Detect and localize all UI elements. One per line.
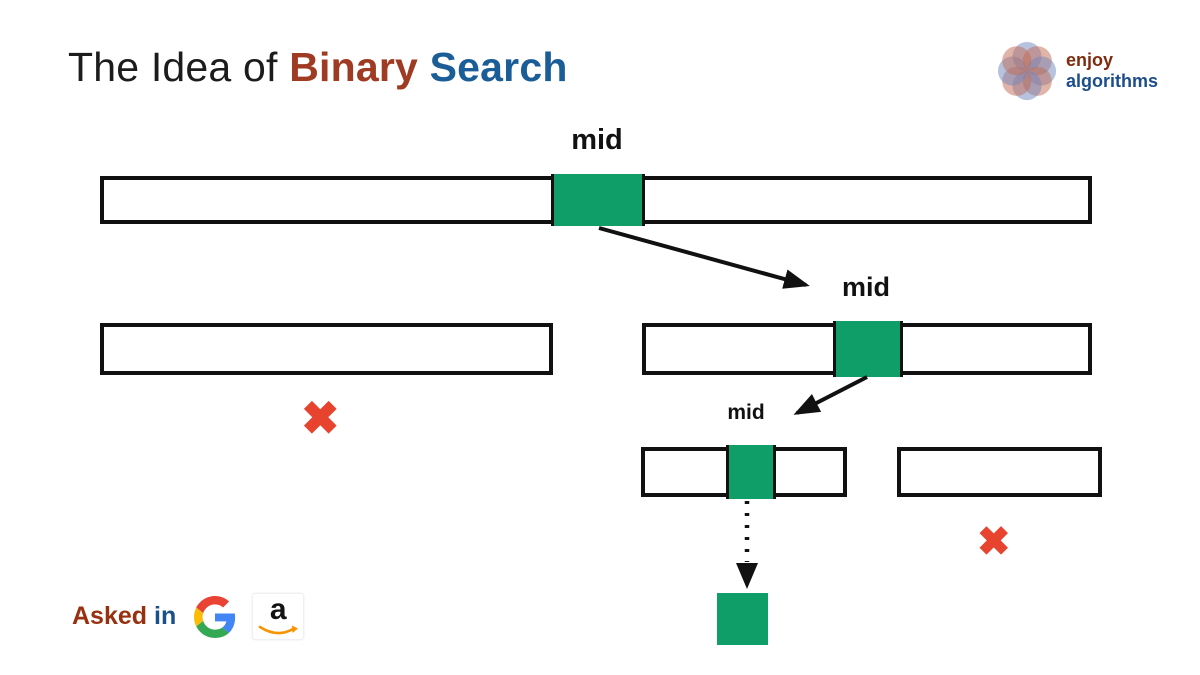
array-bar-level1 xyxy=(100,174,1092,226)
red-cross-icon: ✖ xyxy=(301,392,340,444)
amazon-letter: a xyxy=(269,593,287,626)
brand-name-line2: algorithms xyxy=(1065,71,1158,91)
asked-word: Asked xyxy=(72,602,148,630)
brand-logo: enjoy algorithms xyxy=(996,40,1158,102)
mid-label-level2: mid xyxy=(841,272,890,302)
mid-label-level3: mid xyxy=(727,401,765,424)
title-search: Search xyxy=(418,44,568,90)
red-cross-icon: ✖ xyxy=(977,520,1011,564)
dotted-arrowhead xyxy=(736,563,758,589)
flower-logo-icon xyxy=(997,41,1057,101)
title-prefix: The Idea of xyxy=(68,44,290,90)
brand-name-line1: enjoy xyxy=(1065,50,1113,70)
mid-segment-level3 xyxy=(726,445,776,499)
google-g-icon xyxy=(194,595,236,638)
array-bar-level2-active xyxy=(642,321,1092,377)
array-bar-level2-discarded xyxy=(100,323,553,375)
mid-segment-level2 xyxy=(833,321,903,377)
asked-in-label: Asked in xyxy=(72,602,176,631)
asked-in-section: Asked in a xyxy=(72,593,305,640)
title-binary: Binary xyxy=(289,44,419,90)
amazon-logo-icon: a xyxy=(252,593,305,640)
array-bar-level3-active xyxy=(641,445,847,499)
found-element-square xyxy=(717,593,768,645)
page-title: The Idea of Binary Search xyxy=(68,44,568,91)
arrow-level1-to-level2 xyxy=(598,226,810,289)
mid-label-level1: mid xyxy=(571,124,623,156)
in-word: in xyxy=(154,602,177,630)
amazon-smile-icon xyxy=(258,625,299,635)
arrow-level2-to-level3 xyxy=(793,375,868,415)
array-bar-level3-discarded xyxy=(897,447,1102,497)
brand-name: enjoy algorithms xyxy=(1066,50,1158,92)
mid-segment-level1 xyxy=(551,174,645,226)
